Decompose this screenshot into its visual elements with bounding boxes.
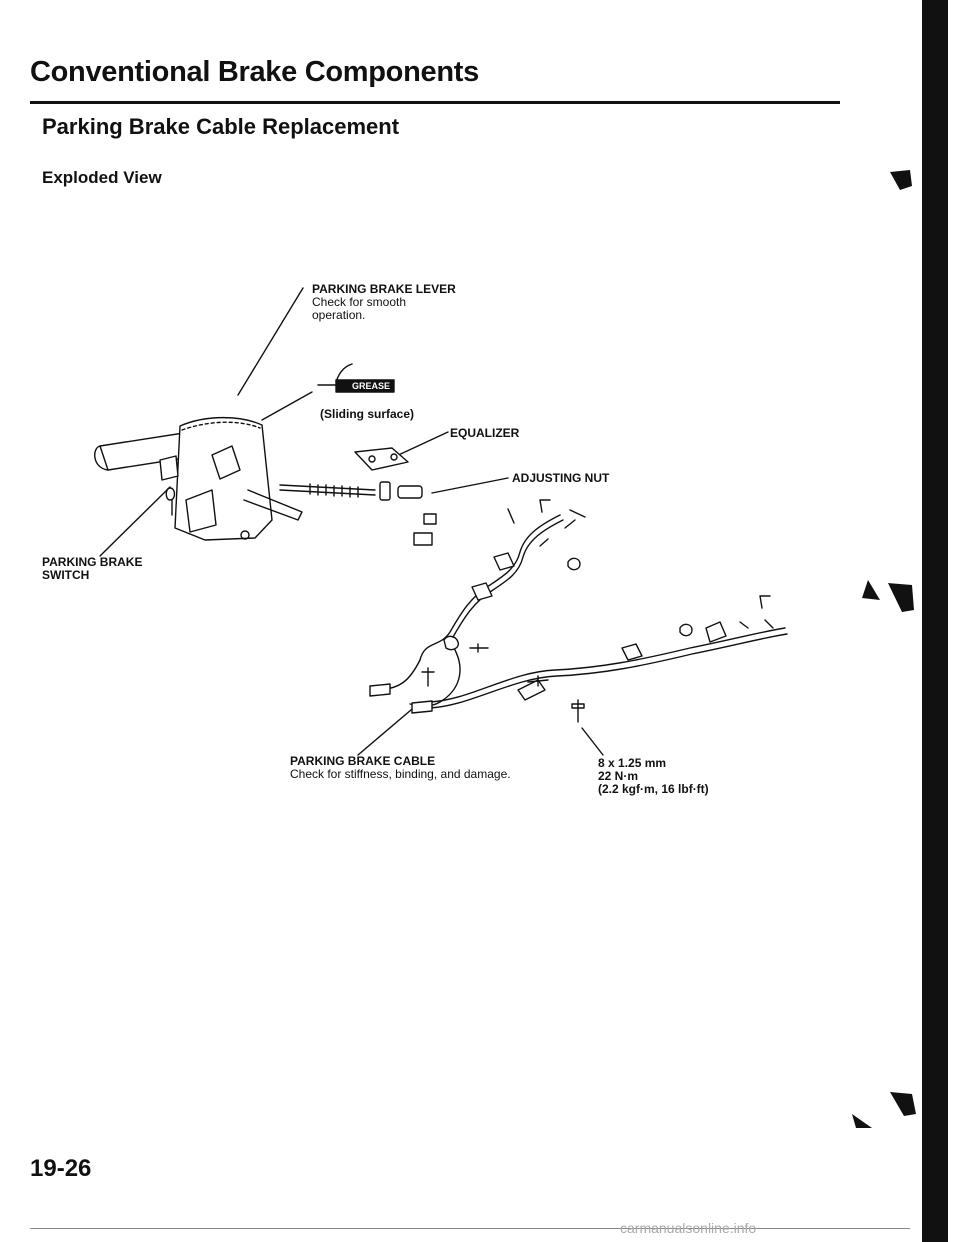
parking-brake-lever-icon [94,416,303,541]
label-torque-spec: 8 x 1.25 mm 22 N·m (2.2 kgf·m, 16 lbf·ft… [598,757,709,796]
leader-adjusting-nut [431,477,509,494]
label-sliding-surface: (Sliding surface) [320,408,414,421]
page-number: 19-26 [30,1155,92,1182]
label-parking-brake-switch: PARKING BRAKE SWITCH [42,556,142,582]
label-parking-brake-cable: PARKING BRAKE CABLE Check for stiffness,… [290,755,511,781]
cable-note: Check for stiffness, binding, and damage… [290,767,511,781]
cable-name: PARKING BRAKE CABLE [290,754,436,768]
leader-cable [357,703,419,756]
parking-brake-cable-icon [369,514,788,714]
lever-name: PARKING BRAKE LEVER [312,282,456,296]
bolt-icon [421,499,771,723]
fastener-icon [413,508,515,546]
torque-alt: (2.2 kgf·m, 16 lbf·ft) [598,782,709,796]
page-title: Conventional Brake Components [30,56,479,88]
leader-sliding [261,391,313,421]
label-parking-brake-lever: PARKING BRAKE LEVER Check for smooth ope… [312,283,456,322]
leader-equalizer [391,431,449,459]
sliding-surface-text: (Sliding surface) [320,407,415,421]
threaded-rod-icon [279,481,391,501]
footer-rule [30,1228,910,1229]
title-rule [30,101,840,104]
lever-note-2: operation. [312,308,366,322]
label-adjusting-nut: ADJUSTING NUT [512,472,609,485]
switch-line-1: PARKING BRAKE [42,555,143,569]
binder-edge-marks [852,170,916,1128]
label-equalizer: EQUALIZER [450,427,519,440]
equalizer-text: EQUALIZER [450,426,520,440]
switch-line-2: SWITCH [42,568,90,582]
leader-lever [237,287,304,396]
grease-fitting-icon [317,363,395,393]
view-subheading: Exploded View [42,168,162,187]
equalizer-icon [354,447,409,471]
leader-switch [99,486,171,557]
torque-size: 8 x 1.25 mm [598,756,667,770]
leader-bolt [581,727,604,756]
adjusting-nut-text: ADJUSTING NUT [512,471,610,485]
watermark: carmanualsonline.info [620,1220,757,1236]
adjusting-nut-icon [397,485,423,499]
grease-badge: GREASE [352,381,391,391]
torque-nm: 22 N·m [598,769,639,783]
lever-note-1: Check for smooth [312,295,407,309]
binder-edge [922,0,948,1242]
section-heading: Parking Brake Cable Replacement [42,114,400,139]
